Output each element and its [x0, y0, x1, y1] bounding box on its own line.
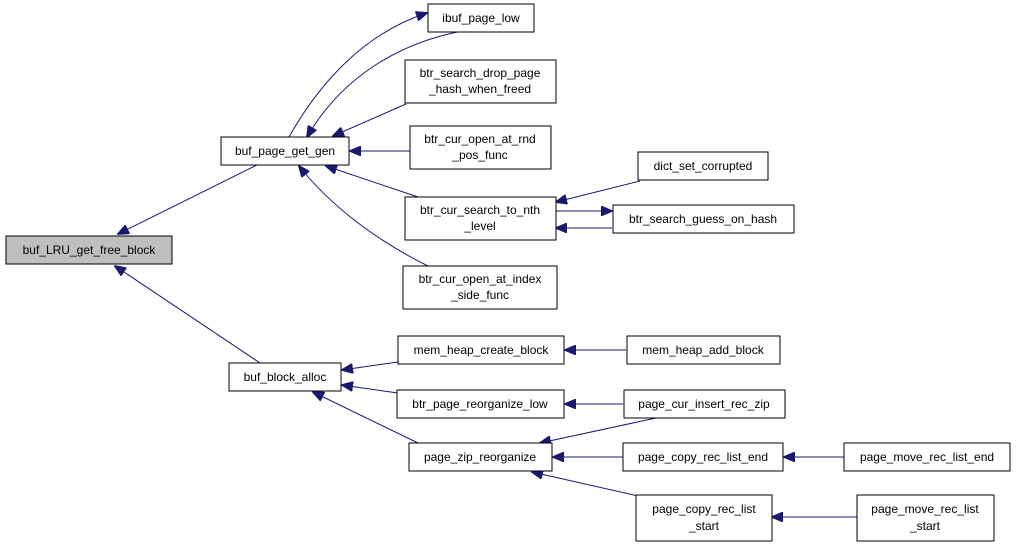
edge-buf-block-alloc-to-buf-lru-get-free-block [115, 266, 264, 366]
node-dict-set-corrupted[interactable]: dict_set_corrupted [637, 151, 769, 181]
node-buf-block-alloc[interactable]: buf_block_alloc [228, 362, 342, 392]
node-label: page_copy_rec_list_end [638, 450, 768, 464]
node-ibuf-page-low[interactable]: ibuf_page_low [427, 3, 535, 33]
node-page-move-rec-list-end[interactable]: page_move_rec_list_end [843, 442, 1011, 472]
edge-dict-set-corrupted-to-btr-cur-search-to-nth-level [556, 180, 641, 202]
node-buf-page-get-gen[interactable]: buf_page_get_gen [220, 136, 350, 166]
edge-buf-page-get-gen-to-ibuf-page-low [288, 13, 427, 138]
node-btr-page-reorganize-low[interactable]: btr_page_reorganize_low [396, 389, 565, 419]
edge-page-cur-insert-rec-zip-to-page-zip-reorganize [540, 417, 657, 443]
node-label: page_zip_reorganize [424, 450, 536, 464]
node-label: ibuf_page_low [442, 11, 520, 25]
node-label: page_cur_insert_rec_zip [638, 397, 770, 411]
node-mem-heap-create-block[interactable]: mem_heap_create_block [397, 335, 565, 365]
node-page-copy-rec-list-end[interactable]: page_copy_rec_list_end [622, 442, 784, 472]
node-label: buf_LRU_get_free_block [23, 243, 157, 257]
node-label: buf_page_get_gen [235, 144, 335, 158]
node-btr-cur-open-at-index-side-func[interactable]: btr_cur_open_at_index _side_func [402, 265, 558, 310]
node-page-cur-insert-rec-zip[interactable]: page_cur_insert_rec_zip [623, 389, 786, 419]
node-mem-heap-add-block[interactable]: mem_heap_add_block [626, 335, 781, 365]
edge-buf-page-get-gen-to-buf-lru-get-free-block [118, 163, 260, 234]
node-label-line-1: btr_cur_open_at_rnd [424, 132, 535, 146]
node-label-line-1: btr_search_drop_page [420, 66, 541, 80]
node-page-copy-rec-list-start[interactable]: page_copy_rec_list _start [635, 494, 773, 542]
edge-btr-cur-search-to-nth-level-to-buf-page-get-gen [326, 166, 419, 198]
node-label: btr_search_guess_on_hash [629, 212, 777, 226]
node-label-line-2: _level [463, 219, 495, 233]
edge-btr-cur-open-at-index-side-func-to-buf-page-get-gen [299, 166, 431, 268]
node-label-line-2: _start [909, 519, 941, 533]
node-btr-cur-search-to-nth-level[interactable]: btr_cur_search_to_nth _level [404, 196, 557, 241]
node-label-line-2: _hash_when_freed [428, 82, 531, 96]
node-label: page_move_rec_list_end [860, 450, 994, 464]
node-label-line-1: btr_cur_open_at_index [419, 272, 542, 286]
edge-ibuf-page-low-to-buf-page-get-gen [307, 30, 463, 137]
node-label-line-2: _side_func [450, 288, 509, 302]
node-label-line-2: _start [688, 519, 720, 533]
node-label-line-1: btr_cur_search_to_nth [420, 203, 540, 217]
node-buf-lru-get-free-block[interactable]: buf_LRU_get_free_block [5, 235, 173, 265]
edge-btr-search-drop-page-hash-when-freed-to-buf-page-get-gen [333, 103, 407, 136]
nodes: buf_LRU_get_free_block buf_page_get_gen … [5, 3, 1011, 542]
node-page-zip-reorganize[interactable]: page_zip_reorganize [408, 442, 553, 472]
node-label: mem_heap_create_block [414, 343, 550, 357]
node-label-line-1: page_copy_rec_list [652, 502, 756, 516]
node-label-line-2: _pos_func [451, 148, 507, 162]
node-label: dict_set_corrupted [654, 159, 753, 173]
edge-btr-page-reorganize-low-to-buf-block-alloc [342, 385, 399, 394]
edge-page-zip-reorganize-to-buf-block-alloc [313, 392, 419, 444]
edges [115, 13, 857, 517]
node-btr-cur-open-at-rnd-pos-func[interactable]: btr_cur_open_at_rnd _pos_func [409, 125, 552, 170]
node-label: buf_block_alloc [244, 370, 327, 384]
node-btr-search-guess-on-hash[interactable]: btr_search_guess_on_hash [612, 204, 795, 234]
edge-page-copy-rec-list-start-to-page-zip-reorganize [532, 472, 639, 497]
node-page-move-rec-list-start[interactable]: page_move_rec_list _start [856, 494, 995, 542]
edge-mem-heap-create-block-to-buf-block-alloc [342, 361, 399, 370]
node-btr-search-drop-page-hash-when-freed[interactable]: btr_search_drop_page _hash_when_freed [404, 59, 557, 104]
node-label-line-1: page_move_rec_list [871, 502, 979, 516]
node-label: mem_heap_add_block [642, 343, 764, 357]
node-label: btr_page_reorganize_low [412, 397, 548, 411]
